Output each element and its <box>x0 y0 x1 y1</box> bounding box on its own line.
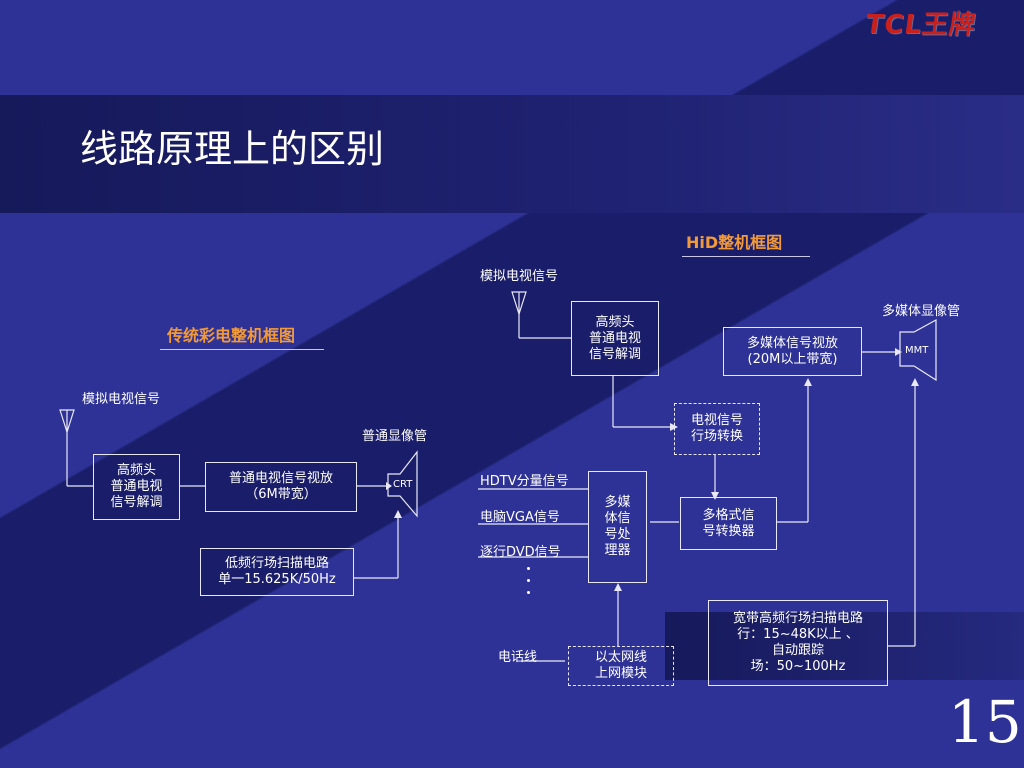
network-text: 以太网线 上网模块 <box>594 650 647 681</box>
crt-label: CRT <box>393 479 413 490</box>
left-scan-text: 低频行场扫描电路 单一15.625K/50Hz <box>218 556 336 587</box>
left-heading-underline <box>160 349 324 350</box>
left-tuner-box: 高频头 普通电视 信号解调 <box>93 454 180 520</box>
phone-label: 电话线 <box>498 650 538 665</box>
processor-text: 多媒 体信 号处 理器 <box>604 495 631 558</box>
right-antenna-label: 模拟电视信号 <box>480 269 559 284</box>
right-tube-label: 多媒体显像管 <box>882 304 961 319</box>
input-hdtv: HDTV分量信号 <box>480 474 569 489</box>
ellipsis-dot <box>527 567 530 570</box>
processor-box: 多媒 体信 号处 理器 <box>588 471 647 583</box>
left-video-text: 普通电视信号视放 （6M带宽） <box>228 471 333 502</box>
right-heading: HiD整机框图 <box>686 233 783 252</box>
left-tube-label: 普通显像管 <box>362 429 428 444</box>
format-converter-box: 多格式信 号转换器 <box>680 497 777 550</box>
convert-box: 电视信号 行场转换 <box>674 403 760 455</box>
bottom-band <box>665 612 1024 680</box>
ellipsis-dot <box>527 579 530 582</box>
ellipsis-dot <box>527 591 530 594</box>
left-tuner-text: 高频头 普通电视 信号解调 <box>110 463 163 510</box>
input-vga: 电脑VGA信号 <box>480 510 560 525</box>
left-antenna-label: 模拟电视信号 <box>82 392 161 407</box>
left-heading: 传统彩电整机框图 <box>167 326 296 345</box>
title-band <box>0 95 1024 213</box>
format-converter-text: 多格式信 号转换器 <box>702 507 755 539</box>
scan-box: 宽带高频行场扫描电路 行：15~48K以上 、 自动跟踪 场：50~100Hz <box>708 600 888 686</box>
convert-text: 电视信号 行场转换 <box>690 413 743 444</box>
network-box: 以太网线 上网模块 <box>568 646 674 686</box>
mmt-tube-icon <box>899 318 937 382</box>
left-scan-box: 低频行场扫描电路 单一15.625K/50Hz <box>200 548 354 596</box>
crt-tube-icon <box>387 450 418 518</box>
right-heading-underline <box>682 256 810 257</box>
amp-text: 多媒体信号视放 (20M以上带宽) <box>746 335 838 367</box>
right-tuner-box: 高频头 普通电视 信号解调 <box>571 301 659 376</box>
page-number: 15 <box>948 688 1022 756</box>
scan-text: 宽带高频行场扫描电路 行：15~48K以上 、 自动跟踪 场：50~100Hz <box>732 611 863 674</box>
page-title: 线路原理上的区别 <box>80 127 385 171</box>
mmt-label: MMT <box>905 345 929 356</box>
amp-box: 多媒体信号视放 (20M以上带宽) <box>723 327 862 376</box>
left-video-box: 普通电视信号视放 （6M带宽） <box>205 462 357 512</box>
input-dvd: 逐行DVD信号 <box>480 545 561 560</box>
right-tuner-text: 高频头 普通电视 信号解调 <box>588 314 641 362</box>
